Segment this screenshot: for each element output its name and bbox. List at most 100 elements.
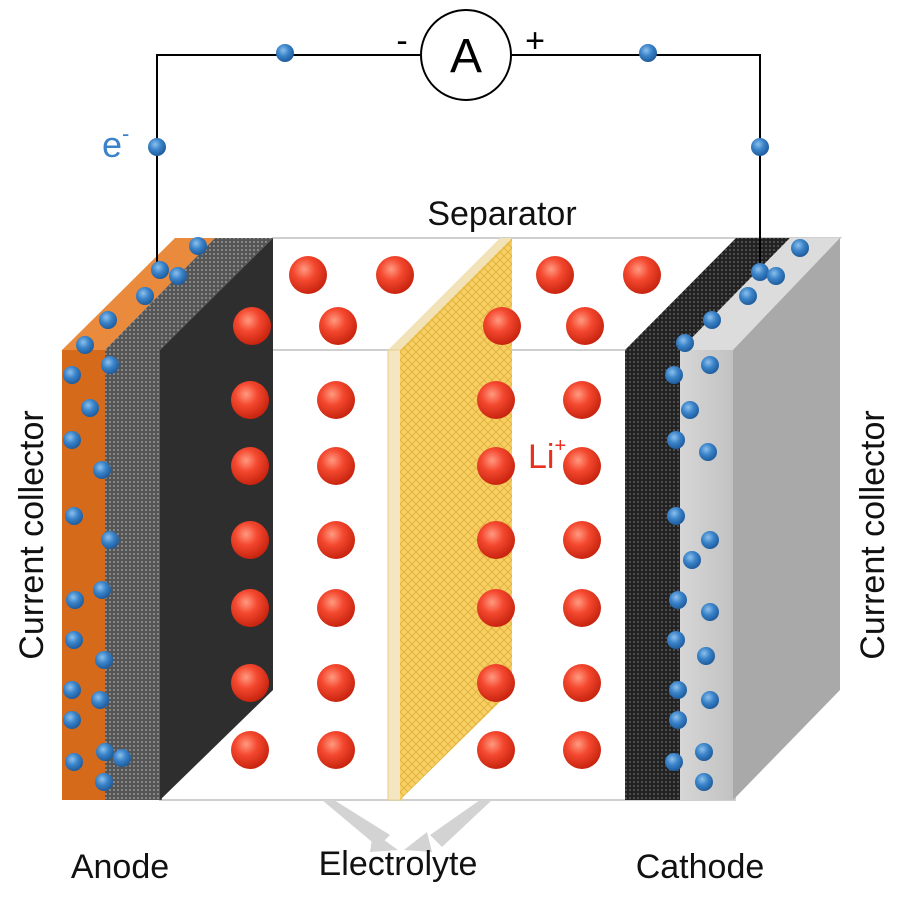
electron-dot [681,401,699,419]
electron-dot [81,399,99,417]
lithium-ion-dot [477,381,515,419]
lithium-ion-dot [566,307,604,345]
electron-dot [76,336,94,354]
electron-dot [695,743,713,761]
electron-dot [63,431,81,449]
lithium-ions [231,256,661,769]
electron-label: e- [102,121,129,165]
electron-dot [701,603,719,621]
electron-dot [63,711,81,729]
lithium-ion-label: Li+ [528,435,566,476]
lithium-ion-dot [317,521,355,559]
ammeter-plus: + [525,22,545,60]
external-circuit [156,54,761,275]
lithium-ion-dot [563,521,601,559]
lithium-ion-dot [317,381,355,419]
ammeter: A - + [396,9,545,101]
electron-dot [148,138,166,156]
cathode-current-collector [680,238,840,800]
svg-text:Li+: Li+ [528,435,566,476]
lithium-ion-dot [289,256,327,294]
lithium-ion-dot [563,664,601,702]
electron-dot [65,507,83,525]
electron-dot [91,691,109,709]
current-collector-right-label: Current collector [854,410,892,659]
electron-dot [93,581,111,599]
lithium-ion-dot [623,256,661,294]
electron-dot [667,431,685,449]
electron-dot [791,239,809,257]
electron-dot [665,366,683,384]
lithium-ion-dot [376,256,414,294]
electron-dot [113,749,131,767]
anode-layer [105,238,273,800]
electron-dot [683,551,701,569]
lithium-ion-dot [483,307,521,345]
electrolyte-label: Electrolyte [319,845,478,883]
lithium-ion-dot [317,664,355,702]
lithium-ion-dot [477,664,515,702]
electron-dot [99,311,117,329]
ammeter-symbol: A [450,30,482,83]
electron-dot [669,711,687,729]
lithium-ion-dot [477,731,515,769]
electron-dot [669,591,687,609]
lithium-ion-dot [563,589,601,627]
lithium-ion-dot [536,256,574,294]
electron-dot [751,263,769,281]
lithium-ion-dot [477,447,515,485]
electron-dot [701,531,719,549]
electron-dot [276,44,294,62]
electrons [63,44,809,791]
electron-dot [63,366,81,384]
lithium-ion-dot [317,731,355,769]
electron-dot [667,507,685,525]
electron-dot [96,743,114,761]
electron-dot [66,591,84,609]
electron-dot [739,287,757,305]
electron-dot [189,237,207,255]
cathode-label: Cathode [636,848,765,886]
lithium-ion-dot [563,731,601,769]
electron-dot [669,681,687,699]
electron-dot [665,753,683,771]
electron-dot [701,356,719,374]
lithium-ion-dot [231,447,269,485]
electron-dot [695,773,713,791]
electron-dot [95,651,113,669]
lithium-ion-dot [319,307,357,345]
lithium-ion-dot [231,521,269,559]
electron-dot [667,631,685,649]
lithium-ion-dot [231,589,269,627]
electron-dot [751,138,769,156]
electron-dot [136,287,154,305]
electron-dot [703,311,721,329]
lithium-ion-dot [477,589,515,627]
electron-dot [639,44,657,62]
current-collector-left-label: Current collector [13,410,51,659]
lithium-ion-dot [563,381,601,419]
electron-dot [101,356,119,374]
electron-dot [63,681,81,699]
anode-label: Anode [71,848,169,886]
lithium-ion-dot [231,664,269,702]
electron-dot [169,267,187,285]
separator-label: Separator [427,195,576,233]
electron-dot [701,691,719,709]
svg-text:e-: e- [102,121,129,165]
lithium-ion-dot [317,447,355,485]
separator [387,238,512,801]
electron-dot [767,267,785,285]
electrolyte-pointer [322,800,492,852]
electron-dot [65,631,83,649]
electron-dot [65,753,83,771]
electron-dot [101,531,119,549]
electron-dot [676,334,694,352]
electron-dot [93,461,111,479]
ammeter-minus: - [396,22,407,60]
electron-dot [151,261,169,279]
lithium-ion-dot [563,447,601,485]
lithium-ion-dot [231,731,269,769]
electron-dot [699,443,717,461]
